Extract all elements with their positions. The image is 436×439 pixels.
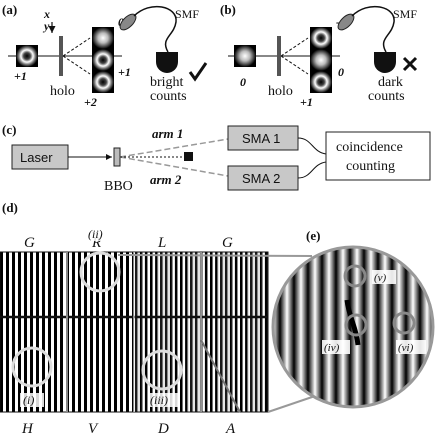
out-top-label: 0 — [118, 15, 124, 29]
output-top-spot — [92, 27, 114, 49]
axis-x-label: x — [43, 7, 50, 21]
holo-label-b: holo — [268, 84, 293, 99]
arm1-beam — [119, 138, 229, 158]
marker-iii-circle — [141, 349, 183, 391]
sma2-label: SMA 2 — [242, 171, 280, 186]
panel-b-label: (b) — [220, 2, 236, 17]
hologram-plate — [59, 36, 63, 76]
panel-e: (e) (v) (iv) (vi) — [271, 228, 435, 409]
out-bot-label-b: +1 — [300, 95, 313, 109]
sma1-cable — [297, 137, 327, 155]
panel-d: (d) G R L G (ii) (i) (iii) H V D A — [0, 200, 319, 437]
panel-d-label: (d) — [2, 200, 18, 215]
hologram-plate-b — [277, 36, 281, 76]
input-mode-donut — [16, 45, 38, 67]
bottom-label-1: H — [21, 421, 34, 437]
output-bot-donut-b — [310, 71, 332, 93]
coincidence-label-line2: counting — [346, 159, 395, 174]
sma2-cable — [297, 161, 327, 179]
laser-label: Laser — [20, 150, 53, 165]
coincidence-label-line1: coincidence — [336, 140, 403, 155]
zoom-circle — [271, 245, 435, 409]
marker-ii-bg — [86, 227, 116, 241]
bottom-label-2: V — [88, 421, 99, 437]
marker-iv-label: (iv) — [324, 342, 340, 354]
order-top-ray-b — [280, 37, 309, 57]
panel-c: (c) Laser BBO arm 1 arm 2 SMA 1 SMA 2 co… — [2, 122, 431, 194]
marker-iii-bg — [148, 393, 180, 407]
panel-a: (a) x y +1 holo 0 +1 +2 SMF bright count… — [2, 2, 208, 109]
smf-fiber-b — [351, 5, 395, 53]
axis-y-label: y — [42, 19, 50, 33]
smf-label-b: SMF — [393, 7, 417, 21]
check-mark-icon — [188, 62, 208, 82]
output-mid-spot-b — [310, 49, 332, 71]
panel-a-label: (a) — [2, 2, 17, 17]
smf-fiber — [133, 5, 177, 53]
out-mid-label-b: 0 — [338, 65, 344, 79]
bottom-label-4: A — [225, 421, 236, 437]
zoom-line-bottom — [267, 394, 319, 413]
marker-vi-bg — [396, 340, 426, 354]
out-mid-label: +1 — [118, 65, 131, 79]
cross-mark-icon — [402, 56, 418, 72]
bottom-label-3: D — [157, 421, 169, 437]
sma1-label: SMA 1 — [242, 131, 280, 146]
out-bot-label: +2 — [84, 95, 97, 109]
zoom-line-top — [117, 254, 313, 257]
marker-vi-circle — [392, 311, 416, 335]
marker-ii-circle — [79, 251, 121, 293]
input-order-label: +1 — [14, 69, 27, 83]
detector — [156, 52, 178, 73]
detector-label-line2: counts — [150, 89, 187, 104]
output-top-donut-b — [310, 27, 332, 49]
top-label-3: L — [157, 235, 166, 251]
marker-v-label: (v) — [374, 272, 387, 284]
order-bot-ray-b — [280, 55, 309, 75]
marker-iv-bg — [322, 340, 350, 354]
input-mode-spot — [234, 45, 256, 67]
detector-label-line1: bright — [150, 75, 184, 90]
detector-label-b-line2: counts — [368, 89, 405, 104]
detector-b — [374, 52, 396, 73]
arm2-beam — [119, 156, 229, 177]
sma2-box — [227, 165, 299, 191]
top-label-4: G — [222, 235, 233, 251]
marker-iv-circle — [344, 313, 368, 337]
marker-vi-label: (vi) — [398, 342, 414, 354]
bbo-crystal — [113, 147, 121, 167]
panel-c-label: (c) — [2, 122, 16, 137]
holo-label: holo — [50, 84, 75, 99]
top-label-2: R — [91, 235, 101, 251]
marker-iii-label: (iii) — [150, 393, 168, 407]
marker-i-label: (i) — [23, 393, 34, 407]
top-label-1: G — [24, 235, 35, 251]
output-bot-donut — [92, 71, 114, 93]
bbo-label: BBO — [104, 179, 133, 194]
arm1-label: arm 1 — [152, 126, 183, 141]
fork-dislocation — [344, 299, 361, 346]
dislocation-line — [200, 339, 241, 413]
marker-v-bg — [372, 270, 396, 284]
order-top-ray — [62, 37, 91, 57]
marker-i-bg — [20, 393, 44, 407]
beam-dump — [184, 152, 193, 161]
output-mid-donut — [92, 49, 114, 71]
smf-label: SMF — [175, 7, 199, 21]
coincidence-box — [325, 131, 431, 181]
panel-b: (b) 0 holo -1 0 +1 SMF dark counts — [220, 2, 417, 109]
marker-ii-label: (ii) — [88, 227, 103, 241]
marker-v-circle — [343, 264, 367, 288]
detector-label-b-line1: dark — [378, 75, 403, 90]
panel-e-label: (e) — [306, 228, 320, 243]
order-bot-ray — [62, 55, 91, 75]
arm2-label: arm 2 — [150, 172, 182, 187]
sma1-box — [227, 125, 299, 151]
input-order-label-b: 0 — [240, 75, 246, 89]
marker-i-circle — [11, 346, 53, 388]
zoom-fringes — [273, 247, 433, 407]
